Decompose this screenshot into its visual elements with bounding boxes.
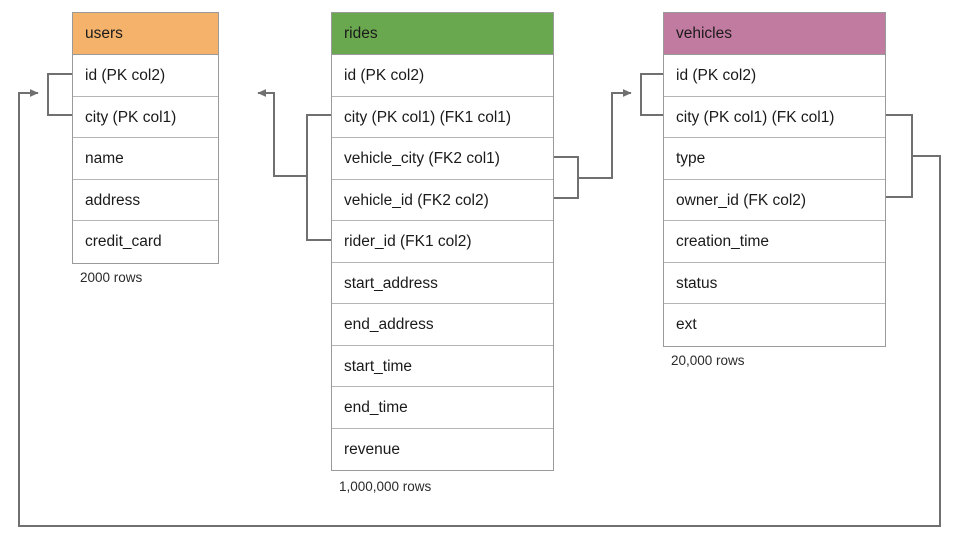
- table-users-header: users: [73, 13, 218, 55]
- table-vehicles[interactable]: vehicles id (PK col2) city (PK col1) (FK…: [663, 12, 886, 347]
- table-row[interactable]: end_address: [332, 304, 553, 346]
- table-row[interactable]: ext: [664, 304, 885, 346]
- table-vehicles-header: vehicles: [664, 13, 885, 55]
- table-rides-row-count: 1,000,000 rows: [339, 479, 432, 494]
- connector-rides-fk1-bracket: [306, 114, 331, 241]
- table-row[interactable]: revenue: [332, 428, 553, 470]
- table-users-row-count: 2000 rows: [80, 270, 143, 285]
- connector-vehicles-pk-bracket: [640, 73, 663, 116]
- connector-rides-fk1-to-users: [257, 89, 307, 177]
- table-row[interactable]: credit_card: [73, 221, 218, 263]
- table-row[interactable]: type: [664, 138, 885, 180]
- table-row[interactable]: city (PK col1) (FK1 col1): [332, 96, 553, 138]
- table-row[interactable]: vehicle_id (FK2 col2): [332, 179, 553, 221]
- table-row[interactable]: creation_time: [664, 221, 885, 263]
- table-row[interactable]: vehicle_city (FK2 col1): [332, 138, 553, 180]
- table-row[interactable]: end_time: [332, 387, 553, 429]
- table-rides[interactable]: rides id (PK col2) city (PK col1) (FK1 c…: [331, 12, 554, 471]
- table-row[interactable]: id (PK col2): [73, 55, 218, 97]
- table-users[interactable]: users id (PK col2) city (PK col1) name a…: [72, 12, 219, 264]
- table-rides-header: rides: [332, 13, 553, 55]
- table-row[interactable]: id (PK col2): [664, 55, 885, 97]
- table-row[interactable]: rider_id (FK1 col2): [332, 221, 553, 263]
- connector-vehicles-fk-bracket: [886, 114, 913, 198]
- table-row[interactable]: start_address: [332, 262, 553, 304]
- table-row[interactable]: city (PK col1): [73, 96, 218, 138]
- connector-rides-fk2-to-vehicles: [578, 89, 632, 179]
- table-row[interactable]: owner_id (FK col2): [664, 179, 885, 221]
- table-row[interactable]: address: [73, 179, 218, 221]
- table-row[interactable]: start_time: [332, 345, 553, 387]
- connector-rides-fk2-bracket: [554, 156, 579, 199]
- table-row[interactable]: name: [73, 138, 218, 180]
- table-vehicles-row-count: 20,000 rows: [671, 353, 745, 368]
- table-row[interactable]: id (PK col2): [332, 55, 553, 97]
- table-row[interactable]: status: [664, 262, 885, 304]
- table-row[interactable]: city (PK col1) (FK col1): [664, 96, 885, 138]
- connector-users-pk-bracket: [47, 73, 72, 116]
